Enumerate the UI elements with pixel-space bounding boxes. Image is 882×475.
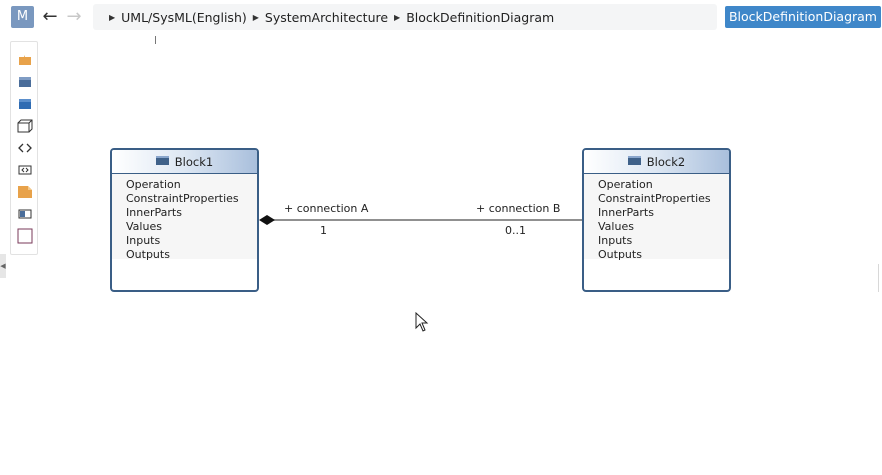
- forward-arrow-icon[interactable]: →: [66, 6, 82, 27]
- value-type-icon[interactable]: [11, 160, 39, 180]
- mouse-pointer-icon: [415, 312, 429, 332]
- block-icon: [155, 155, 170, 169]
- model-badge[interactable]: M: [11, 6, 34, 28]
- chevron-right-icon: ▶: [252, 12, 259, 22]
- compartment-operation[interactable]: Operation: [598, 178, 653, 191]
- block-compartments: Operation ConstraintProperties InnerPart…: [584, 174, 729, 261]
- multiplicity-label-b[interactable]: 0..1: [505, 224, 526, 237]
- breadcrumb-item-project[interactable]: UML/SysML(English): [121, 9, 247, 25]
- compartment-outputs[interactable]: Outputs: [598, 248, 642, 261]
- compartment-outputs[interactable]: Outputs: [126, 248, 170, 261]
- block-2[interactable]: Block2 Operation ConstraintProperties In…: [582, 148, 731, 292]
- block-header: Block1: [112, 150, 257, 174]
- back-arrow-icon[interactable]: ←: [42, 6, 58, 27]
- composition-diamond-icon: [259, 215, 275, 225]
- note-icon[interactable]: [11, 182, 39, 202]
- compartment-constraint-properties[interactable]: ConstraintProperties: [598, 192, 711, 205]
- code-brackets-icon[interactable]: [11, 138, 39, 158]
- compartment-operation[interactable]: Operation: [126, 178, 181, 191]
- compartment-inner-parts[interactable]: InnerParts: [126, 206, 182, 219]
- block-1[interactable]: Block1 Operation ConstraintProperties In…: [110, 148, 259, 292]
- frame-icon[interactable]: [11, 226, 39, 246]
- breadcrumb-item-diagram[interactable]: BlockDefinitionDiagram: [406, 9, 555, 25]
- compartment-inputs[interactable]: Inputs: [126, 234, 161, 247]
- breadcrumb-item-package[interactable]: SystemArchitecture: [264, 9, 389, 25]
- block-icon: [627, 155, 642, 169]
- role-label-b[interactable]: + connection B: [476, 202, 561, 215]
- multiplicity-label-a[interactable]: 1: [320, 224, 327, 237]
- role-label-a[interactable]: + connection A: [284, 202, 369, 215]
- block-icon[interactable]: [11, 72, 39, 92]
- block-3d-icon[interactable]: [11, 116, 39, 136]
- compartment-constraint-properties[interactable]: ConstraintProperties: [126, 192, 239, 205]
- chevron-right-icon: ▶: [109, 12, 116, 22]
- compartment-inputs[interactable]: Inputs: [598, 234, 633, 247]
- block-name[interactable]: Block1: [174, 154, 214, 169]
- package-icon[interactable]: [11, 50, 39, 70]
- breadcrumb: ▶ UML/SysML(English) ▶ SystemArchitectur…: [93, 4, 717, 30]
- element-palette: [10, 41, 38, 255]
- chevron-right-icon: ▶: [394, 12, 401, 22]
- compartment-values[interactable]: Values: [126, 220, 162, 233]
- diagram-type-button[interactable]: BlockDefinitionDiagram: [725, 6, 881, 28]
- right-panel-handle[interactable]: [878, 264, 882, 292]
- text-caret: [155, 36, 156, 44]
- palette-collapse-handle[interactable]: ◀: [0, 254, 6, 278]
- block-name[interactable]: Block2: [646, 154, 686, 169]
- block-header: Block2: [584, 150, 729, 174]
- block-filled-icon[interactable]: [11, 94, 39, 114]
- compartment-inner-parts[interactable]: InnerParts: [598, 206, 654, 219]
- port-icon[interactable]: [11, 204, 39, 224]
- compartment-values[interactable]: Values: [598, 220, 634, 233]
- block-compartments: Operation ConstraintProperties InnerPart…: [112, 174, 257, 261]
